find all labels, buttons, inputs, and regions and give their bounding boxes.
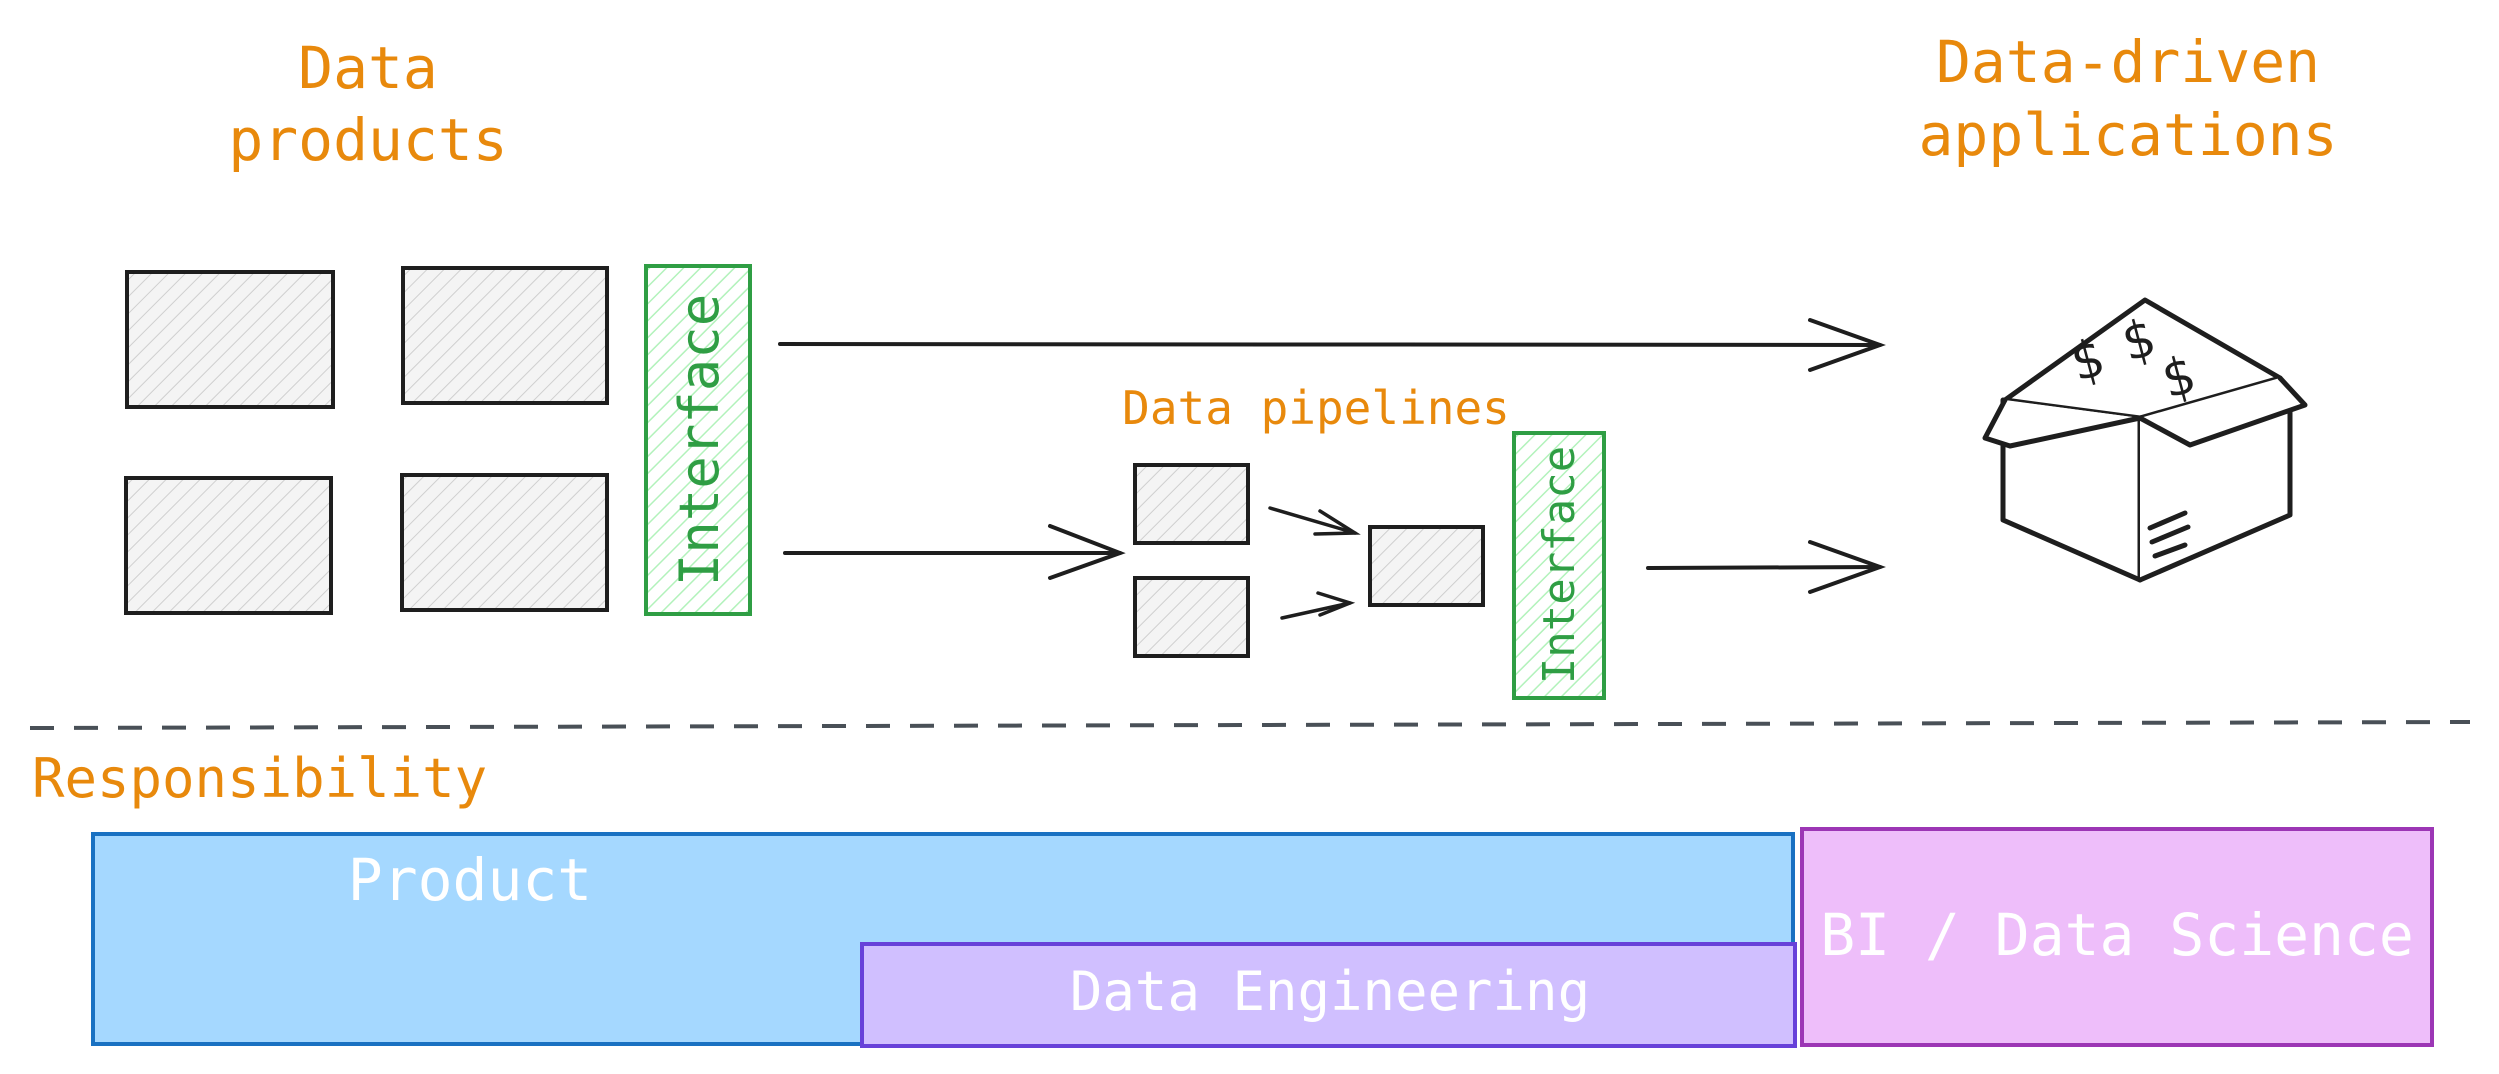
data-products-title-line2: products [228,106,507,174]
interface-2-box [1512,431,1606,700]
box-icon [1982,297,2308,583]
pipeline-box-2 [1133,576,1250,658]
product-label: Product [348,846,592,914]
data-driven-title-line2: applications [1918,101,2337,169]
dashed-separator [29,720,2471,730]
arrow-products-to-pipelines [783,524,1126,580]
pipeline-arrow-2 [1280,591,1356,620]
data-product-box-4 [400,473,609,612]
data-product-box-3 [124,476,333,615]
pipeline-box-3 [1368,525,1485,607]
pipeline-box-1 [1133,463,1250,545]
interface-1-box [644,264,752,616]
interface-2-label: Interface [1534,446,1585,684]
data-driven-title-line1: Data-driven [1936,28,2320,96]
bi-data-science-label: BI / Data Science [1820,901,2414,969]
responsibility-label: Responsibility [32,747,487,810]
data-engineering-bar [860,942,1797,1048]
arrow-pipelines-to-app [1646,540,1886,594]
interface-1-label: Interface [668,294,731,587]
data-products-title-line1: Data [298,34,438,102]
pipeline-arrow-1 [1268,506,1361,536]
data-product-box-1 [125,270,335,409]
arrow-products-to-app [778,318,1886,372]
bi-data-science-bar [1800,827,2434,1047]
data-engineering-label: Data Engineering [1070,960,1590,1023]
data-pipelines-label: Data pipelines [1122,381,1510,435]
data-product-box-2 [401,266,609,405]
